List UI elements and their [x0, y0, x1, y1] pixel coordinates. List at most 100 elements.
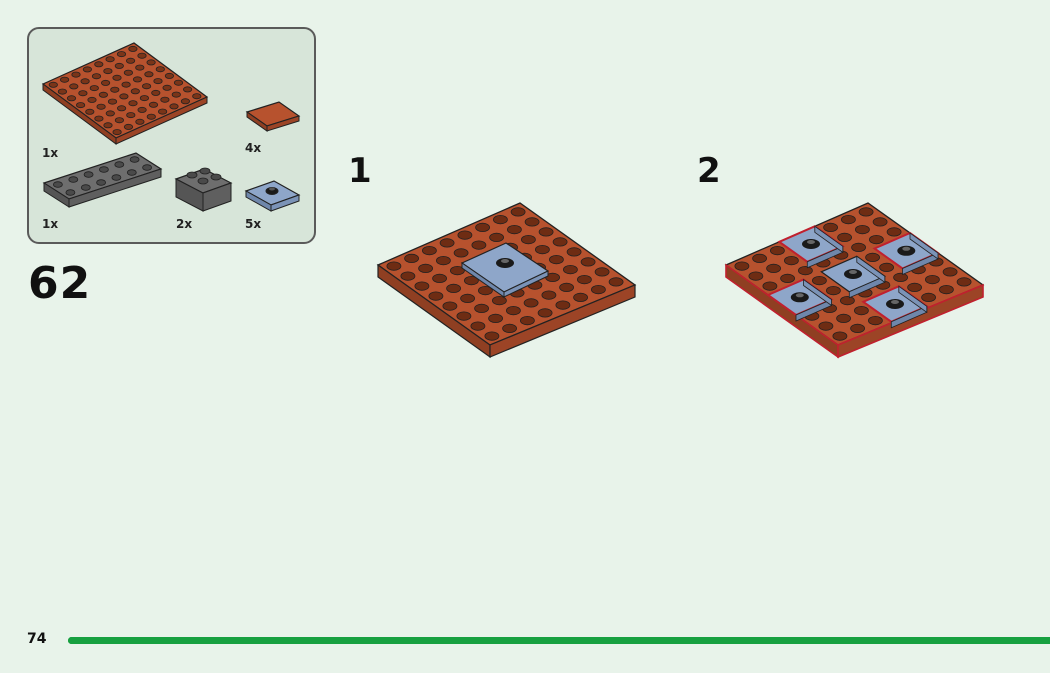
stud [94, 115, 104, 122]
stud [146, 113, 156, 120]
stud [608, 277, 624, 287]
stud [57, 88, 68, 95]
stud [121, 81, 131, 88]
stud [135, 64, 145, 71]
stud [436, 255, 451, 266]
stud [130, 88, 140, 95]
stud [80, 78, 90, 85]
stud [146, 59, 156, 66]
stud [576, 275, 592, 285]
stud [160, 96, 170, 103]
stud [780, 273, 795, 284]
stud [541, 290, 557, 300]
progress-fill [68, 637, 1050, 644]
stud [126, 112, 136, 119]
stud [956, 277, 972, 287]
stud [110, 86, 120, 93]
stud [798, 266, 813, 276]
stud [471, 240, 487, 250]
stud [169, 103, 179, 110]
stud [924, 275, 940, 285]
stud [748, 271, 764, 281]
stud [484, 331, 500, 341]
stud [114, 62, 124, 69]
stud [566, 247, 582, 257]
stud [103, 68, 113, 75]
stud [162, 84, 172, 91]
stud [519, 316, 535, 326]
stud [66, 95, 77, 102]
stud [164, 72, 174, 79]
stud [491, 296, 507, 306]
stud [488, 313, 503, 324]
stud [52, 181, 63, 188]
stud [823, 222, 838, 233]
stud [139, 95, 150, 102]
stud [155, 66, 165, 73]
stud [534, 244, 550, 255]
stud [83, 171, 94, 178]
stud [450, 266, 465, 276]
stud [117, 105, 127, 112]
stud [938, 285, 954, 295]
stud [59, 76, 70, 83]
stud [173, 79, 184, 86]
stud [865, 252, 881, 263]
stud [770, 246, 785, 256]
stud [96, 103, 106, 110]
part-quantity: 5x [245, 217, 262, 231]
stud [562, 265, 578, 275]
stud [105, 110, 115, 117]
stud [116, 51, 127, 58]
stud [119, 93, 129, 100]
stud [538, 227, 554, 237]
stud [460, 293, 475, 304]
step-number: 1 [348, 151, 372, 191]
parts-list-box: 1x 4x 1x 2x 5x [27, 27, 316, 244]
stud [126, 169, 137, 176]
stud [942, 267, 958, 277]
stud [91, 73, 102, 80]
stud [144, 71, 154, 78]
stud [502, 323, 518, 333]
stud [107, 98, 118, 105]
stud [404, 253, 419, 264]
stud [192, 93, 202, 100]
stud [94, 61, 104, 68]
stud [552, 237, 568, 247]
stud [523, 298, 539, 308]
set-number: 62 [28, 258, 92, 309]
stud [85, 108, 95, 115]
step-1-illustration [376, 202, 637, 359]
part-quantity: 4x [245, 141, 262, 155]
step-2-illustration [724, 202, 985, 359]
part-2x2-tile-image [245, 101, 301, 132]
stud [506, 224, 522, 235]
stud [837, 232, 852, 243]
stud [475, 222, 490, 233]
stud [580, 257, 596, 267]
stud [573, 292, 589, 303]
stud [158, 108, 168, 115]
stud [762, 281, 778, 291]
stud [893, 272, 909, 283]
stud [418, 263, 433, 274]
stud [183, 86, 193, 93]
stud [594, 267, 610, 277]
stud [439, 238, 455, 248]
stud [464, 276, 479, 286]
stud [832, 331, 848, 341]
stud [68, 176, 79, 183]
stud [456, 311, 472, 321]
stud [151, 89, 161, 96]
stud [69, 83, 79, 90]
progress-bar [68, 637, 1050, 644]
stud [111, 174, 122, 181]
stud [470, 321, 486, 331]
stud [489, 232, 504, 243]
part-2x2-brick-image [174, 167, 233, 212]
stud [867, 316, 883, 326]
stud [114, 117, 125, 124]
stud [142, 164, 152, 171]
stud [734, 261, 750, 271]
